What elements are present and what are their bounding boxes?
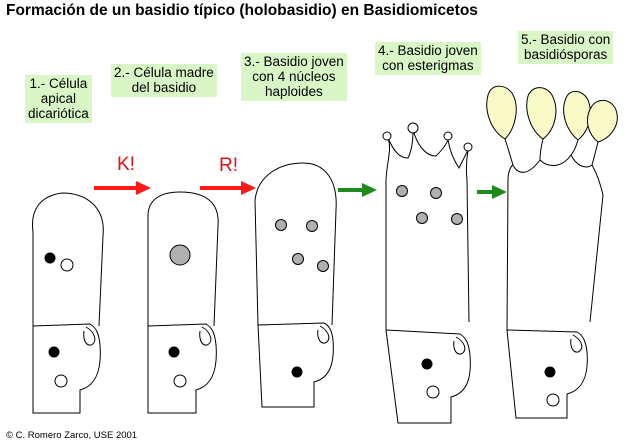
stage-4-line-1: 4.- Basidio joven: [378, 43, 478, 58]
cell-1-nucleus-dark: [44, 252, 56, 264]
cell-4-spore-initial-1: [382, 131, 392, 141]
stage-1-line-2: apical: [40, 91, 77, 106]
stage-1-line-3: dicariótica: [28, 106, 89, 121]
cell-4-nucleus-1: [396, 185, 408, 197]
cell-5-sterigma-2: [539, 138, 544, 161]
stage-3-label: 3.- Basidio joven con 4 núcleos haploide…: [241, 53, 347, 101]
diagram-title: Formación de un basidio típico (holobasi…: [6, 2, 478, 19]
cell-5-basal-cell: [506, 329, 588, 419]
cell-3-nucleus-3: [292, 253, 304, 265]
stage-3-line-1: 3.- Basidio joven: [244, 54, 344, 69]
cell-5-basal-nucleus-light: [546, 393, 560, 407]
cell-3-young-basidium: [254, 162, 337, 326]
cell-5-sterigma-4: [591, 141, 599, 166]
cell-4-spore-initial-4: [463, 142, 473, 152]
cell-5-clamp: [570, 334, 583, 353]
cell-3-nucleus-4: [317, 260, 329, 272]
stage-3-line-3: haploides: [265, 84, 323, 99]
cell-5-basidiospore-1: [486, 85, 517, 140]
stage-5-line-2: basidiósporas: [524, 47, 608, 62]
cell-4-nucleus-2: [430, 187, 442, 199]
cell-1: [31, 192, 104, 414]
arrow-k: [94, 181, 151, 195]
arrow-r-label: R!: [219, 155, 238, 176]
stage-5-label: 5.- Basidio con basidiósporas: [518, 31, 614, 64]
cell-4-basal-nucleus-dark: [421, 358, 433, 370]
cell-1-nucleus-light: [60, 258, 74, 272]
cell-1-basal-cell: [32, 323, 101, 414]
cell-3-nucleus-2: [306, 220, 318, 232]
cell-5-basidiospore-2: [526, 87, 557, 140]
cell-5-basal-nucleus-dark: [544, 366, 556, 378]
cell-4-nucleus-3: [416, 212, 428, 224]
arrow-green-1: [338, 183, 377, 197]
cell-4-clamp: [453, 336, 466, 355]
cell-5-sterigma-1: [504, 138, 514, 166]
cell-4-nucleus-4: [451, 213, 463, 225]
cell-2-clamp: [199, 326, 212, 346]
copyright-notice: © C. Romero Zarco, USE 2001: [6, 430, 138, 441]
arrow-r: [200, 181, 256, 195]
cell-5: [486, 85, 618, 419]
stage-2-line-1: 2.- Célula madre: [114, 65, 214, 80]
cell-2-basal-nucleus-dark: [168, 346, 180, 358]
cell-2-fused-nucleus: [169, 244, 191, 266]
cell-4-basal-nucleus-light: [426, 385, 440, 399]
cell-1-basal-nucleus-dark: [48, 346, 60, 358]
stage-4-line-2: con esterigmas: [382, 58, 474, 73]
cell-2-basal-nucleus-light: [173, 374, 187, 388]
cell-4-basidium-with-sterigmata: [385, 129, 470, 330]
cell-1-clamp: [83, 326, 96, 346]
stage-2-label: 2.- Célula madre del basidio: [111, 64, 217, 97]
cell-3: [254, 162, 337, 408]
stage-4-label: 4.- Basidio joven con esterigmas: [375, 42, 481, 75]
cell-4-spore-initial-3: [443, 131, 453, 141]
cell-4-basal-cell: [385, 329, 471, 424]
cell-3-clamp: [317, 325, 330, 344]
cell-2-mother-cell: [147, 191, 219, 327]
stage-5-line-1: 5.- Basidio con: [521, 32, 611, 47]
cell-1-apical-cell: [31, 192, 104, 327]
cell-2-basal-cell: [147, 323, 217, 414]
cell-3-basal-cell: [257, 322, 334, 408]
cell-4: [382, 122, 473, 424]
cell-5-sterigma-3: [570, 139, 579, 156]
arrow-green-2: [477, 185, 507, 199]
cell-4-spore-initial-2: [407, 122, 419, 134]
cell-5-basidiospore-3: [563, 91, 591, 141]
stage-2-line-2: del basidio: [131, 80, 197, 95]
arrow-k-label: K!: [117, 154, 135, 175]
cell-5-basidiospore-4: [586, 99, 618, 143]
cell-2: [147, 191, 219, 414]
stage-3-line-2: con 4 núcleos: [252, 69, 336, 84]
cell-3-basal-nucleus-dark: [291, 366, 303, 378]
stage-1-line-1: 1.- Célula: [29, 76, 88, 91]
cell-5-basidium: [506, 154, 604, 331]
cell-3-nucleus-1: [275, 219, 287, 231]
stage-1-label: 1.- Célula apical dicariótica: [25, 75, 92, 123]
cell-1-basal-nucleus-light: [54, 374, 68, 388]
